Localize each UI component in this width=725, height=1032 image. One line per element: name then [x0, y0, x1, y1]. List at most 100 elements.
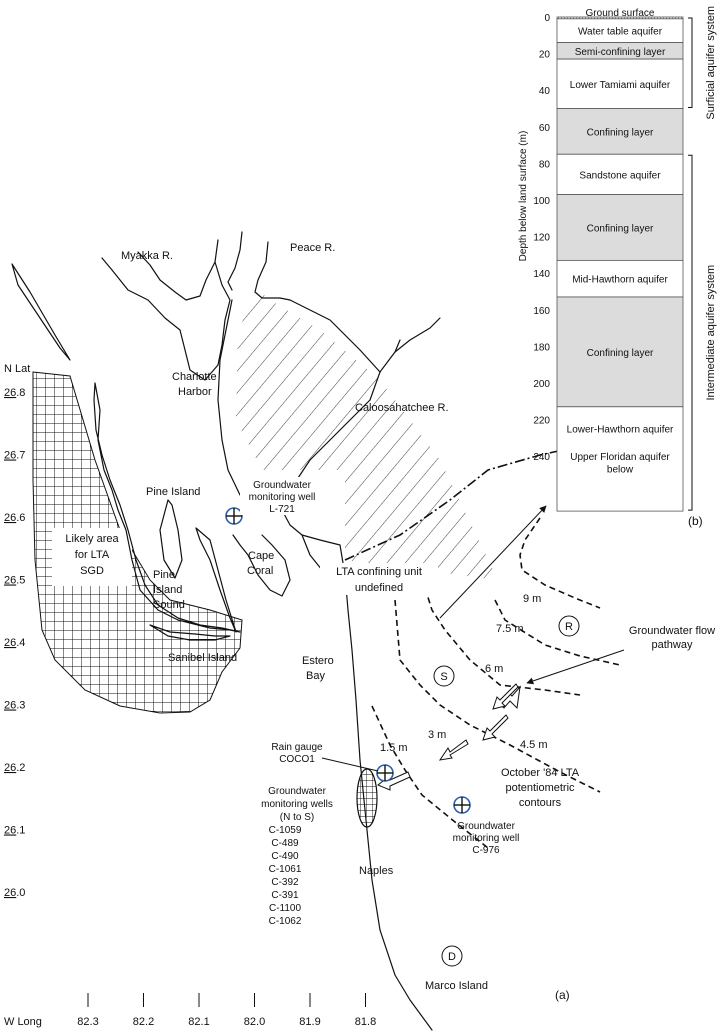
- well-c976-label-2: monitoring well: [453, 833, 520, 844]
- lta-sgd-label-2: for LTA: [75, 549, 110, 561]
- lon-tick-label: 82.1: [188, 1016, 209, 1028]
- system-label: Surficial aquifer system: [705, 6, 717, 120]
- coastlines: [11, 231, 441, 1031]
- harbor-label: Harbor: [178, 386, 212, 398]
- contour-label-3m: 3 m: [428, 729, 446, 741]
- column-layer: [556, 406, 684, 512]
- flow-pathway-pointer: [526, 649, 625, 685]
- flow-pathway-label-2: pathway: [652, 639, 693, 651]
- well-l721-icon: [225, 507, 243, 525]
- lon-tick-label: 82.3: [77, 1016, 98, 1028]
- depth-tick-label: 20: [539, 50, 551, 61]
- well-c976-label-3: C-976: [472, 845, 500, 856]
- ground-surface-label: Ground surface: [586, 8, 655, 19]
- panel-a-label: (a): [555, 988, 570, 1002]
- lta-sgd-label-bg: [52, 528, 132, 586]
- contour-label-4_5m: 4.5 m: [520, 739, 548, 751]
- depth-tick-label: 240: [533, 452, 550, 463]
- column-layer-label: Mid-Hawthorn aquifer: [572, 275, 668, 286]
- depth-tick-label: 60: [539, 123, 551, 134]
- lat-tick-label: 26.3: [4, 700, 25, 712]
- lat-tick-label: 26.5: [4, 575, 25, 587]
- lat-tick-label: 26.8: [4, 387, 25, 399]
- lat-tick-label: 26.0: [4, 887, 25, 899]
- map-panel: Likely area for LTA SGD: [4, 231, 715, 1031]
- wells-list-line: C-392: [271, 877, 299, 888]
- column-layer-label: Water table aquifer: [578, 27, 663, 38]
- well-l721-label-bg: [240, 477, 324, 515]
- link-arrow-to-panel-b: [439, 505, 547, 619]
- lta-confining-hatch-area: [236, 290, 498, 580]
- rain-gauge-icon: [376, 764, 394, 782]
- wells-list-line: C-1062: [269, 916, 302, 927]
- lat-tick-label: 26.6: [4, 512, 25, 524]
- lat-axis-title: N Lat: [4, 363, 30, 375]
- sanibel-island-label: Sanibel Island: [168, 652, 237, 664]
- charlotte-label: Charlotte: [172, 371, 217, 383]
- pine-island-sound-label-2: Island: [153, 584, 182, 596]
- lat-tick-label: 26.4: [4, 637, 25, 649]
- column-layer-label: Semi-confining layer: [575, 47, 666, 58]
- site-marker-d: D: [441, 945, 463, 967]
- naples-label: Naples: [359, 865, 394, 877]
- lon-axis-title: W Long: [4, 1016, 42, 1028]
- depth-tick-label: 0: [544, 13, 550, 24]
- coral-label: Coral: [247, 565, 273, 577]
- depth-axis-title: Depth below land surface (m): [518, 131, 529, 262]
- depth-tick-label: 120: [533, 233, 550, 244]
- lon-tick-label: 81.9: [299, 1016, 320, 1028]
- rain-gauge-pointer: [321, 757, 379, 772]
- site-marker-s: S: [433, 665, 455, 687]
- system-bracket: [688, 17, 693, 108]
- well-l721-label-2: monitoring well: [249, 492, 316, 503]
- wells-list-line: (N to S): [280, 812, 314, 823]
- system-label: Intermediate aquifer system: [705, 265, 717, 401]
- potentiometric-label-1: October '84 LTA: [501, 767, 580, 779]
- rain-gauge-label-1: Rain gauge: [271, 742, 323, 753]
- flow-pathway-label-1: Groundwater flow: [629, 625, 715, 637]
- svg-text:S: S: [440, 671, 447, 683]
- lta-sgd-label-1: Likely area: [65, 533, 119, 545]
- cape-label: Cape: [248, 550, 274, 562]
- svg-text:R: R: [565, 621, 573, 633]
- flow-arrows: [377, 683, 521, 791]
- caloosahatchee-river-label: Caloosahatchee R.: [355, 402, 449, 414]
- lon-tick-label: 82.0: [244, 1016, 265, 1028]
- pine-island-sound-label-1: Pine: [153, 569, 175, 581]
- lat-tick-label: 26.7: [4, 450, 25, 462]
- depth-tick-label: 160: [533, 306, 550, 317]
- system-bracket: [688, 154, 693, 511]
- wells-list-line: Groundwater: [268, 786, 326, 797]
- column-layer-label: Lower-Hawthorn aquifer: [567, 424, 674, 435]
- lta-sgd-label-3: SGD: [80, 565, 104, 577]
- lta-confining-label-bg: [320, 563, 438, 595]
- column-layer-label: Confining layer: [587, 348, 654, 359]
- lta-confining-label-2: undefined: [355, 582, 403, 594]
- panel-b-label: (b): [688, 514, 703, 528]
- well-c976-label-1: Groundwater: [457, 821, 515, 832]
- wells-list-line: C-391: [271, 890, 299, 901]
- wells-list-line: C-490: [271, 851, 299, 862]
- site-marker-r: R: [558, 615, 580, 637]
- depth-tick-label: 100: [533, 196, 550, 207]
- lon-tick-label: 82.2: [133, 1016, 154, 1028]
- upper-floridan-label-1: Upper Floridan aquifer: [570, 452, 670, 463]
- myakka-river-label: Myakka R.: [121, 250, 173, 262]
- contour-label-1_5m: 1.5 m: [380, 742, 408, 754]
- depth-tick-label: 220: [533, 416, 550, 427]
- contour-label-6m: 6 m: [485, 663, 503, 675]
- bay-label: Bay: [306, 670, 325, 682]
- contour-label-7_5m: 7.5 m: [496, 623, 524, 635]
- rain-gauge-label-2: COCO1: [279, 754, 315, 765]
- column-layer-label: Lower Tamiami aquifer: [570, 80, 671, 91]
- wells-list-line: C-1100: [269, 903, 301, 914]
- column-layer-label: Confining layer: [587, 127, 654, 138]
- well-l721-label-3: L-721: [269, 504, 295, 515]
- lta-confining-label-1: LTA confining unit: [336, 566, 422, 578]
